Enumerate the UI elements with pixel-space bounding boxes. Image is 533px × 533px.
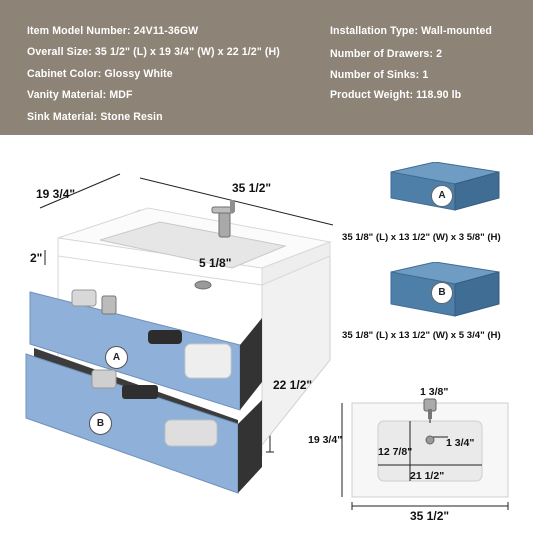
top-view-width-dimension: 35 1/2" [410,509,450,523]
drain-icon [425,435,435,445]
drawer-a-dimensions: 35 1/8" (L) x 13 1/2" (W) x 3 5/8" (H) [342,232,501,243]
spec-model-number: Item Model Number: 24V11-36GW [27,25,199,37]
basin-height-dimension: 12 7/8" [378,446,413,458]
spec-sink-count: Number of Sinks: 1 [330,69,429,81]
top-thickness-dimension: 2" [30,251,43,265]
spec-cabinet-color: Cabinet Color: Glossy White [27,68,173,80]
spec-overall-size: Overall Size: 35 1/2" (L) x 19 3/4" (W) … [27,46,280,58]
drawer-a-marker: A [105,346,128,369]
depth-dimension: 19 3/4" [36,187,76,201]
countertop-side [261,241,331,286]
basin-width-dimension: 21 1/2" [410,470,445,482]
drawer-a-items [71,289,232,379]
drawer-b-side [238,400,262,493]
box-b-label: B [431,282,453,304]
spec-installation-type: Installation Type: Wall-mounted [330,25,493,37]
basin-depth-dimension: 5 1/8" [199,256,232,270]
drain-icon [194,280,212,290]
faucet-icon [211,200,235,238]
spec-product-weight: Product Weight: 118.90 lb [330,89,462,101]
vanity-illustration [25,173,334,494]
drawer-a-side [240,318,262,410]
box-a-label: A [431,185,453,207]
drawer-b-marker: B [89,412,112,435]
faucet-offset-dimension: 1 3/8" [420,386,449,398]
faucet-icon [423,398,437,419]
hole-to-basin-dimension: 1 3/4" [446,437,475,449]
width-dimension: 35 1/2" [232,181,272,195]
top-view-depth-dimension: 19 3/4" [308,434,343,446]
spec-vanity-material: Vanity Material: MDF [27,89,133,101]
sink-top-view [341,398,509,510]
spec-sink-material: Sink Material: Stone Resin [27,111,163,123]
spec-drawer-count: Number of Drawers: 2 [330,48,443,60]
height-dimension: 22 1/2" [273,378,313,392]
drawer-b-items [91,369,218,447]
drawer-b-dimensions: 35 1/8" (L) x 13 1/2" (W) x 5 3/4" (H) [342,330,501,341]
basin [99,221,287,269]
spec-panel: Item Model Number: 24V11-36GW Overall Si… [0,0,533,135]
